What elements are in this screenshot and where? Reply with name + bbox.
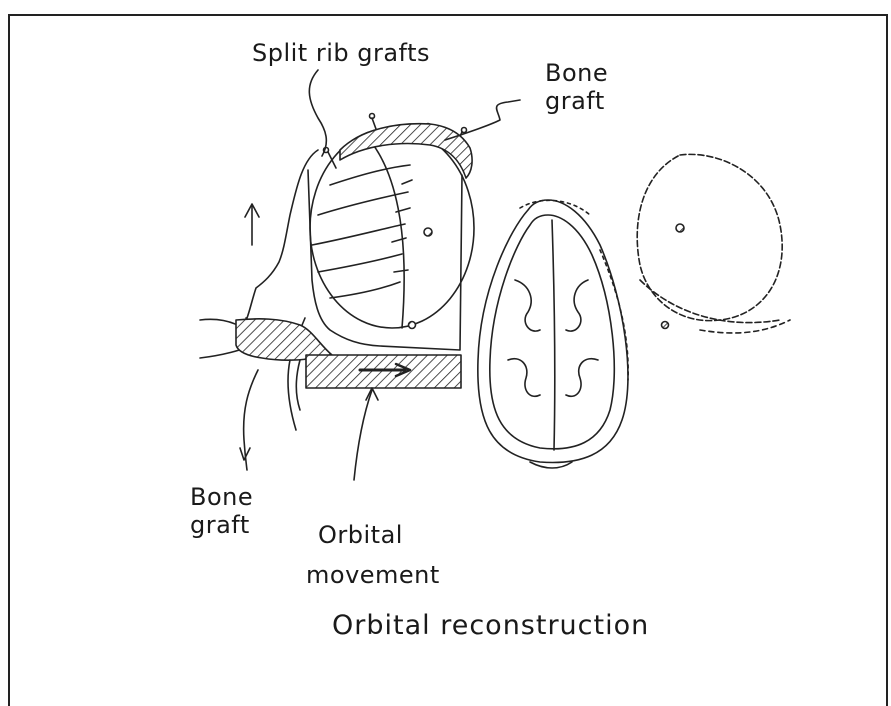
rib-graft-2: [318, 192, 408, 215]
skull-profile-outline: [246, 150, 318, 335]
contralateral-orbit-swirl: [700, 320, 790, 333]
label-bone-graft-upper-1: Bone: [545, 60, 608, 87]
cranium-fold-1: [515, 280, 540, 331]
label-orbital-movement-2: movement: [306, 562, 440, 589]
cranium-fold-3: [508, 359, 540, 397]
label-bone-graft-lower-1: Bone: [190, 484, 253, 511]
contralateral-foramen-1: [676, 224, 684, 232]
label-bone-graft-lower-2: graft: [190, 512, 250, 539]
nose-bridge: [296, 360, 300, 410]
rib-graft-5: [330, 282, 400, 298]
label-split-rib-grafts: Split rib grafts: [252, 40, 430, 67]
cranium-fold-4: [566, 359, 598, 397]
split-rib-leader: [309, 70, 326, 156]
contralateral-foramen-2: [662, 322, 669, 329]
cranium-fold-2: [566, 280, 588, 331]
rib-graft-1: [330, 165, 410, 185]
orbital-movement-leader: [354, 390, 372, 480]
label-bone-graft-upper-2: graft: [545, 88, 605, 115]
cranium-inner: [490, 215, 615, 449]
cranium-midline: [552, 220, 555, 450]
lower-bone-graft: [236, 319, 332, 360]
foramen-1: [424, 228, 432, 236]
label-orbital-movement-1: Orbital: [318, 522, 403, 549]
upper-bone-graft: [340, 124, 472, 178]
rib-graft-4: [318, 254, 402, 272]
rib-graft-3: [312, 224, 405, 245]
figure-caption: Orbital reconstruction: [332, 612, 649, 639]
foramen-2: [409, 322, 416, 329]
lower-face-line: [288, 360, 296, 430]
